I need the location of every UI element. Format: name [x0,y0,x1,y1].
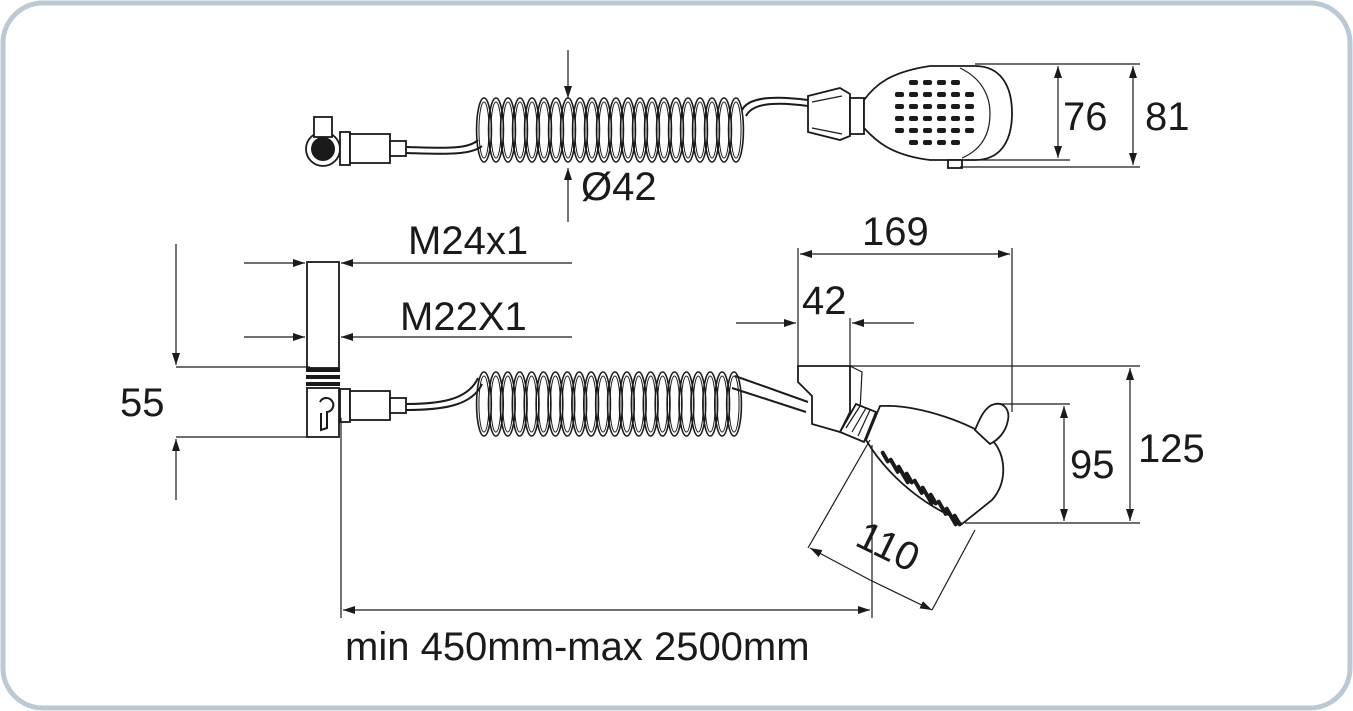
side-coil-hose [475,371,743,437]
dim-holder-width-42: 42 [802,279,847,323]
side-head-holder [797,365,863,434]
nozzle [880,450,890,464]
nozzle [965,128,974,133]
nozzle [923,128,932,133]
nozzle [912,478,924,495]
dim-head-height-81: 81 [1145,95,1190,139]
dim-total-height-125: 125 [1138,427,1205,471]
nozzle [909,92,918,97]
dim-connector-height-55: 55 [120,381,165,425]
nozzle [937,92,946,97]
coil-loop [728,375,740,433]
nozzle [923,140,932,145]
nozzle [936,499,948,516]
side-shower-head [838,402,1010,527]
side-head-nozzles [880,450,962,527]
coil-loop [725,371,743,437]
nozzle [923,92,932,97]
nozzle [937,116,946,121]
top-coil-hose [475,97,745,163]
top-head-holder [807,87,865,141]
nozzle [965,92,974,97]
top-view-shower-assembly [305,65,1013,169]
nozzle [951,116,960,121]
coil-loop [730,101,742,159]
coil-loop [727,97,745,163]
side-view-dimensions: M24x1 M22X1 55 169 42 95 125 [120,210,1205,669]
dim-coil-diameter: Ø42 [581,165,657,209]
nozzle [928,492,938,506]
dim-thread-m22x1: M22X1 [400,295,527,339]
nozzle [896,464,910,485]
dim-head-length-169: 169 [862,210,929,254]
nozzle [909,80,918,85]
side-thread-connector [306,261,407,438]
nozzle [909,116,918,121]
nozzle [895,128,904,133]
nozzle [937,128,946,133]
nozzle [909,104,918,109]
dim-head-height-76: 76 [1063,95,1108,139]
nozzle [952,513,962,527]
dim-hose-length: min 450mm-max 2500mm [345,625,810,669]
top-shower-head [863,65,1013,169]
dim-thread-m24x1: M24x1 [408,219,528,263]
nozzle [965,116,974,121]
nozzle [937,80,946,85]
nozzle [965,104,974,109]
top-view-dimensions: Ø42 76 81 [564,50,1190,222]
nozzle [937,104,946,109]
nozzle [909,128,918,133]
nozzle [895,116,904,121]
nozzle [923,80,932,85]
nozzle [937,140,946,145]
nozzle [895,92,904,97]
top-elbow-connector [305,116,407,167]
nozzle [951,92,960,97]
nozzle [888,457,900,474]
nozzle [923,116,932,121]
dim-head-side-95: 95 [1070,443,1115,487]
nozzle [951,140,960,145]
nozzle [920,485,934,506]
side-view-shower-assembly [306,261,1010,527]
nozzle [895,104,904,109]
nozzle [904,471,914,485]
top-head-nozzles [895,80,974,145]
nozzle [923,104,932,109]
nozzle [944,506,958,527]
nozzle [951,104,960,109]
nozzle [951,128,960,133]
nozzle [951,80,960,85]
nozzle [909,140,918,145]
